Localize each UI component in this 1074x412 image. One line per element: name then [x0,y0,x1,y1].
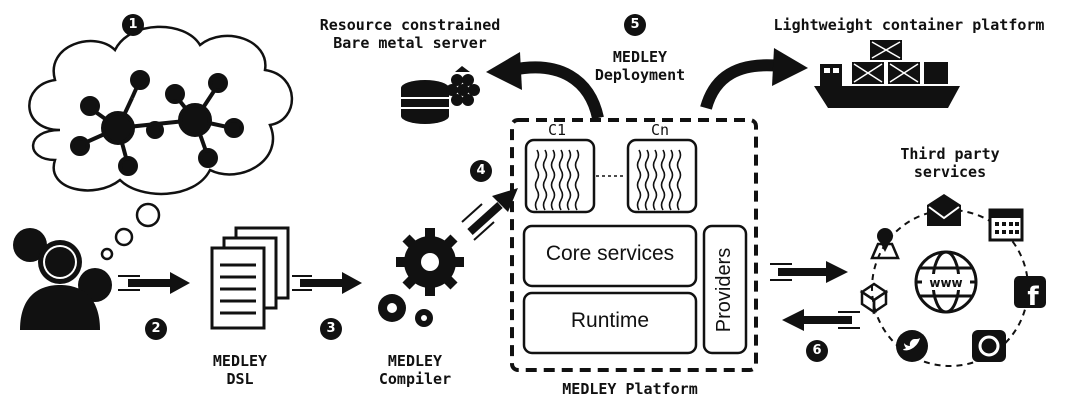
deployment-label: MEDLEY Deployment [594,48,686,84]
step-5-badge: 5 [624,14,646,36]
step-2-badge: 2 [145,318,167,340]
photo-icon [972,330,1006,362]
www-text: www [929,276,962,290]
raspberry-pi-icon [446,66,480,106]
runtime-label: Runtime [570,309,650,332]
wavy-lines-c1-icon [534,149,580,211]
facebook-icon: f [1014,276,1046,312]
thought-cloud [28,25,294,261]
arrow-4 [461,188,518,241]
step-6-badge: 6 [806,340,828,362]
platform-boundary [510,118,758,372]
email-icon [927,194,961,226]
network-graph-icon [70,70,244,176]
arrow-3 [292,272,362,294]
runtime-box [522,291,698,355]
arrow-5-right [700,48,808,110]
arrow-6 [782,309,860,331]
core-services-label: Core services [545,242,675,265]
compiler-label: MEDLEY Compiler [378,352,452,388]
arrow-5-left [486,52,604,120]
providers-label: Providers [713,247,735,333]
dropbox-icon [859,282,889,315]
providers-box [702,224,748,355]
step-4-badge: 4 [470,160,492,182]
wavy-lines-cn-icon [636,149,682,211]
compiler-gears-icon [378,228,464,327]
bare-metal-label: Resource constrained Bare metal server [319,16,501,52]
svg-text:f: f [1027,282,1039,312]
calendar-icon [988,208,1024,242]
third-party-label: Third party services [900,145,1000,181]
container-cn-label: Cn [651,121,670,139]
step-3-badge: 3 [320,318,342,340]
dsl-documents-icon [210,226,290,330]
container-ship-icon [814,40,960,108]
arrow-to-services [770,261,848,283]
dsl-label: MEDLEY DSL [212,352,268,388]
map-pin-icon [870,228,900,260]
lightweight-platform-label: Lightweight container platform [773,16,1045,34]
container-cn-box [626,138,698,214]
container-c1-box [524,138,596,214]
container-c1-label: C1 [548,121,567,139]
arrow-2 [118,272,190,294]
twitter-icon [896,330,928,362]
step-1-badge: 1 [122,14,144,36]
core-services-box [522,224,698,288]
database-server-icon [401,80,449,124]
platform-label: MEDLEY Platform [562,380,698,398]
developer-icon [13,228,112,330]
